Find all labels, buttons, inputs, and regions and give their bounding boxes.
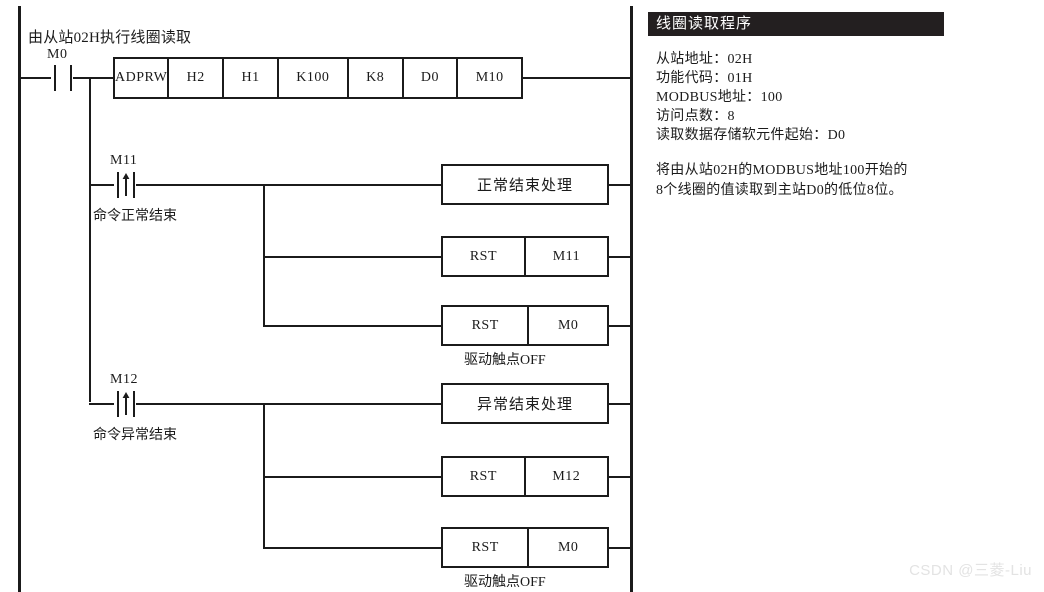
csdn-watermark: CSDN @三菱-Liu bbox=[909, 562, 1032, 579]
rung2-output-box-1: 正常结束处理 bbox=[441, 164, 609, 205]
spec-line-slave-address: 从站地址：02H bbox=[656, 52, 753, 67]
rung2-rising-edge-contact-m11 bbox=[114, 172, 138, 198]
rung3-comment: 命令异常结束 bbox=[93, 428, 177, 443]
rung3-output-box-2: RST M12 bbox=[441, 456, 609, 497]
rung3-out1-wire-right bbox=[607, 403, 632, 405]
rung2-out1-wire-right bbox=[607, 184, 632, 186]
panel-spec-list: 从站地址：02H 功能代码：01H MODBUS地址：100 访问点数：8 读取… bbox=[648, 50, 944, 145]
rung1-instruction-adprw: ADPRW H2 H1 K100 K8 D0 M10 bbox=[113, 57, 523, 99]
rung2-comment: 命令正常结束 bbox=[93, 209, 177, 224]
rung2-out3-wire-right bbox=[607, 325, 632, 327]
ladder-logic-area: 由从站02H执行线圈读取 M0 ADPRW H2 H1 K100 K8 D0 M… bbox=[18, 6, 633, 592]
adprw-cell-0: ADPRW bbox=[115, 70, 168, 85]
spec-line-access-points: 访问点数：8 bbox=[656, 109, 735, 124]
panel-description: 将由从站02H的MODBUS地址100开始的8个线圈的值读取到主站D0的低位8位… bbox=[656, 163, 908, 198]
left-power-rail bbox=[18, 6, 21, 592]
rung3-out2-cell-0: RST bbox=[469, 468, 497, 484]
rung1-comment: 由从站02H执行线圈读取 bbox=[28, 30, 192, 46]
rung2-out2-wire bbox=[263, 256, 441, 258]
panel-title: 线圈读取程序 bbox=[648, 12, 944, 36]
rung3-out3-note: 驱动触点OFF bbox=[464, 575, 546, 590]
rung2-out3-note: 驱动触点OFF bbox=[464, 353, 546, 368]
spec-line-storage-device: 读取数据存储软元件起始：D0 bbox=[656, 128, 846, 143]
rung2-output-box-3: RST M0 bbox=[441, 305, 609, 346]
rung2-wire-right bbox=[136, 184, 265, 186]
rung3-output-box-1: 异常结束处理 bbox=[441, 383, 609, 424]
adprw-cell-6: M10 bbox=[456, 59, 521, 97]
rung3-out3-wire-right bbox=[607, 547, 632, 549]
rung1-wire-left bbox=[18, 77, 51, 79]
rung2-output-branch-vertical bbox=[263, 184, 265, 326]
rung1-no-contact-m0 bbox=[51, 65, 75, 91]
adprw-cell-2: H1 bbox=[222, 59, 277, 97]
rung1-contact-label: M0 bbox=[47, 47, 68, 62]
rung2-out2-cell-0: RST bbox=[469, 248, 498, 264]
rung3-wire-right bbox=[136, 403, 265, 405]
rung3-wire-left bbox=[89, 403, 114, 405]
rung3-out2-wire-right bbox=[607, 476, 632, 478]
spec-line-modbus-address: MODBUS地址：100 bbox=[656, 90, 783, 105]
rising-edge-arrow-icon bbox=[122, 173, 130, 196]
rung3-out3-wire bbox=[263, 547, 441, 549]
rung2-out3-wire bbox=[263, 325, 441, 327]
rung3-output-branch-vertical bbox=[263, 403, 265, 548]
rung1-wire-to-right-rail bbox=[521, 77, 632, 79]
branch-trunk-vertical bbox=[89, 77, 91, 402]
rung3-rising-edge-contact-m12 bbox=[114, 391, 138, 417]
rung1-wire-right bbox=[73, 77, 114, 79]
rung2-contact-label: M11 bbox=[110, 153, 138, 168]
right-power-rail bbox=[630, 6, 633, 592]
rung2-output-box-2: RST M11 bbox=[441, 236, 609, 277]
rung3-contact-label: M12 bbox=[110, 372, 138, 387]
adprw-cell-1: H2 bbox=[167, 59, 222, 97]
rung2-out1-cell-0: 正常结束处理 bbox=[476, 178, 573, 194]
rung3-out3-cell-0: RST bbox=[471, 539, 499, 555]
rung2-wire-left bbox=[89, 184, 114, 186]
rung2-out2-wire-right bbox=[607, 256, 632, 258]
rung3-out2-cell-1: M12 bbox=[523, 458, 607, 495]
spec-line-function-code: 功能代码：01H bbox=[656, 71, 753, 86]
rung2-out3-cell-0: RST bbox=[471, 317, 499, 333]
adprw-cell-3: K100 bbox=[276, 59, 347, 97]
rising-edge-arrow-icon bbox=[122, 392, 130, 415]
rung3-out2-wire bbox=[263, 476, 441, 478]
adprw-cell-5: D0 bbox=[401, 59, 457, 97]
rung3-out1-cell-0: 异常结束处理 bbox=[476, 397, 573, 413]
rung2-out1-wire bbox=[263, 184, 441, 186]
adprw-cell-4: K8 bbox=[346, 59, 402, 97]
rung3-out1-wire bbox=[263, 403, 441, 405]
rung2-out3-cell-1: M0 bbox=[527, 307, 607, 344]
description-panel: 线圈读取程序 从站地址：02H 功能代码：01H MODBUS地址：100 访问… bbox=[648, 12, 944, 201]
rung2-out2-cell-1: M11 bbox=[523, 238, 607, 275]
rung3-output-box-3: RST M0 bbox=[441, 527, 609, 568]
rung3-out3-cell-1: M0 bbox=[527, 529, 607, 566]
